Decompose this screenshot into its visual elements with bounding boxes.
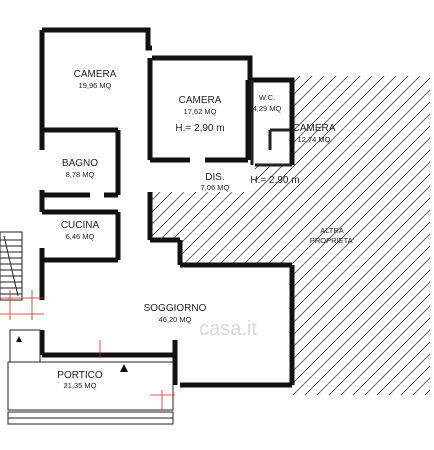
hatch-line xyxy=(261,76,430,395)
hatch-line xyxy=(150,76,430,395)
hatch-line xyxy=(429,76,430,395)
room-area-camera3: 12,74 MQ xyxy=(298,135,331,144)
hatch-line xyxy=(237,76,430,395)
hatch-line xyxy=(273,76,430,395)
hatch-line xyxy=(0,0,28,450)
walls xyxy=(39,27,295,388)
hatch-line xyxy=(150,76,430,395)
room-name-camera1: CAMERA xyxy=(74,69,117,80)
hatch-line xyxy=(150,76,413,395)
staircase xyxy=(0,231,23,301)
room-area-cucina: 6,46 MQ xyxy=(66,232,95,241)
portico-outline xyxy=(7,329,174,425)
room-name-dis: DIS. xyxy=(205,172,224,183)
watermark: casa.it xyxy=(199,318,257,340)
hatch-line xyxy=(321,76,430,395)
room-area-bagno: 8,78 MQ xyxy=(66,170,95,179)
hatch-line xyxy=(225,76,430,395)
room-area-camera2: 17,62 MQ xyxy=(184,107,217,116)
room-name-soggiorno: SOGGIORNO xyxy=(144,303,207,314)
hatch-line xyxy=(285,76,430,395)
hatch-line xyxy=(150,76,430,395)
hatch-line xyxy=(150,76,401,395)
room-area-camera1: 19,96 MQ xyxy=(79,81,112,90)
hatch-line xyxy=(357,76,430,395)
room-name-cucina: CUCINA xyxy=(61,220,100,231)
hatch-line xyxy=(0,0,40,450)
room-name-bagno: BAGNO xyxy=(62,158,98,169)
hatch-line xyxy=(249,76,430,395)
room-name-portico: PORTICO xyxy=(57,370,103,381)
hatch-line xyxy=(0,0,64,450)
hatch-line xyxy=(309,76,430,395)
room-name-wc: W.C. xyxy=(259,93,275,102)
room-name-camera2: CAMERA xyxy=(179,95,222,106)
dimension-marks xyxy=(0,290,175,410)
hatch-line xyxy=(150,76,430,395)
section-marker xyxy=(120,364,128,372)
hatch-line xyxy=(150,76,425,395)
room-area-dis: 7,06 MQ xyxy=(201,183,230,192)
hatch-line xyxy=(150,76,430,395)
room-name-camera3: CAMERA xyxy=(293,123,336,134)
hatch-line xyxy=(150,76,389,395)
other-property-label-2: PROPRIETA' xyxy=(310,236,355,245)
room-area-soggiorno: 46,20 MQ xyxy=(159,315,192,324)
room-height-camera2: H.= 2,90 m xyxy=(175,123,224,134)
hatch-line xyxy=(405,76,430,395)
hatch-line xyxy=(297,76,430,395)
room-height-dis: H.= 2,90 m xyxy=(250,175,299,186)
room-area-wc: 4,29 MQ xyxy=(253,104,282,113)
room-area-portico: 21,35 MQ xyxy=(64,381,97,390)
hatch-line xyxy=(150,76,430,395)
hatch-line xyxy=(0,0,4,450)
hatch-line xyxy=(345,76,430,395)
section-marker xyxy=(16,336,22,342)
hatch-line xyxy=(333,76,430,395)
other-property-label-1: ALTRA xyxy=(320,226,344,235)
